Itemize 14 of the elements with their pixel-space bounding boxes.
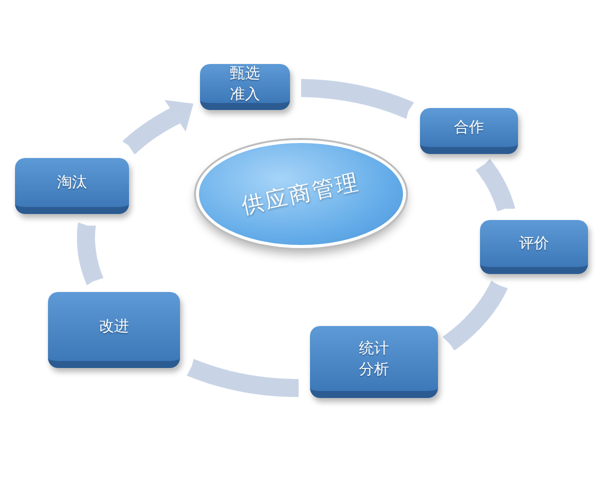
step-label: 改进 <box>99 316 129 337</box>
ring-arrow <box>120 100 194 156</box>
step-label: 甄选准入 <box>229 63 261 104</box>
process-box <box>15 158 129 214</box>
process-box <box>48 292 180 368</box>
process-box <box>310 326 438 398</box>
process-box <box>200 64 290 110</box>
step-label: 合作 <box>454 117 484 138</box>
process-box <box>420 108 518 154</box>
process-box <box>480 220 588 274</box>
step-label: 评价 <box>519 233 549 254</box>
step-label: 统计分析 <box>358 338 390 379</box>
step-label: 淘汰 <box>57 172 87 193</box>
center-title: 供应商管理 <box>238 168 364 221</box>
